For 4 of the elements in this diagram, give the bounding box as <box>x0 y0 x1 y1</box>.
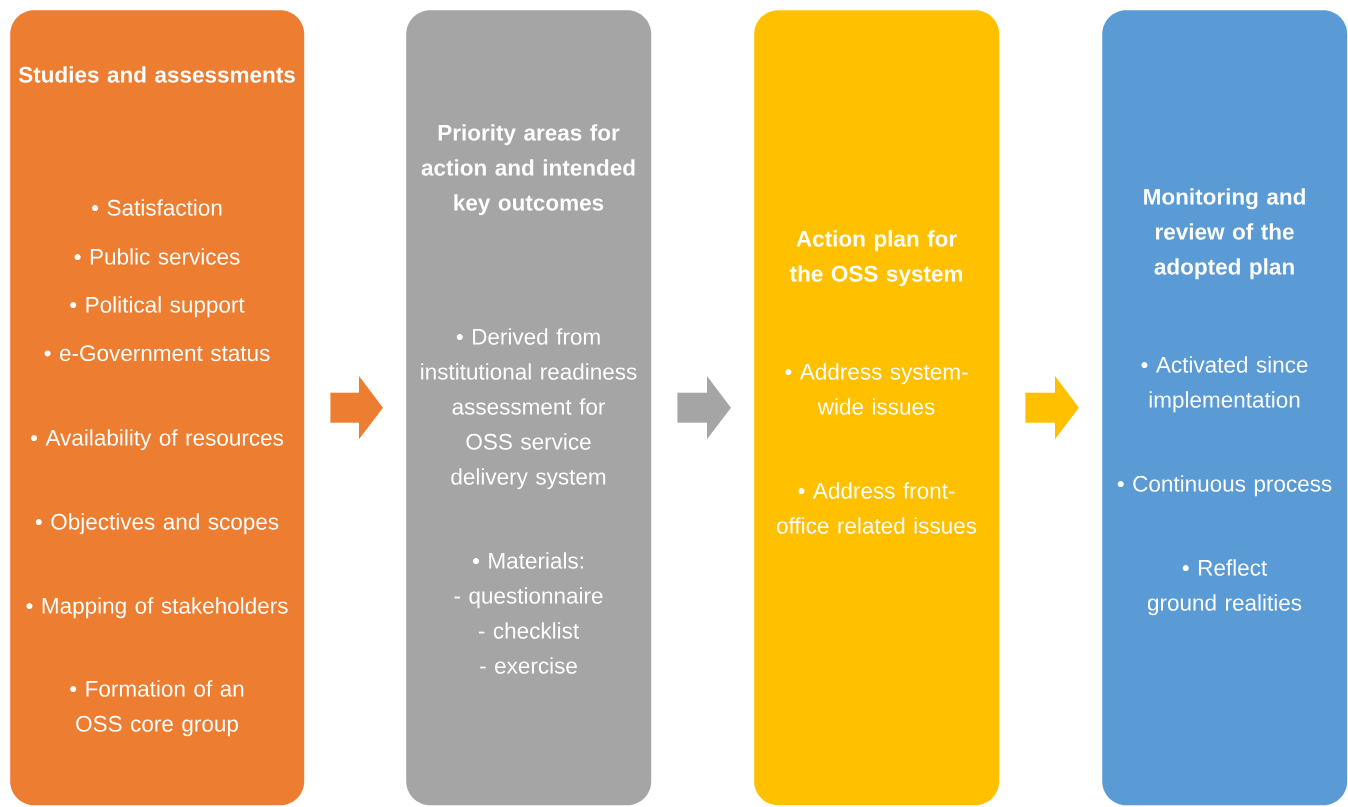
stage-box: Studies and assessments • Satisfaction • Public services • Political support • e-Government status • Availability of resources • Objectives and scopes • Mapping of stakeholders • Formation of an OSS core group <box>10 10 305 806</box>
stage-box: Action plan for the OSS system • Address system-wide issues • Address front-office related issues <box>754 10 1000 806</box>
stage-box: Monitoring and review of the adopted plan • Activated since implementation • Continuous process • Reflect ground realities <box>1102 10 1348 806</box>
stage-box: Priority areas for action and intended key outcomes • Derived from institutional readiness assessment for OSS service delivery system • Materials: - questionnaire - checklist - exercise <box>406 10 652 806</box>
